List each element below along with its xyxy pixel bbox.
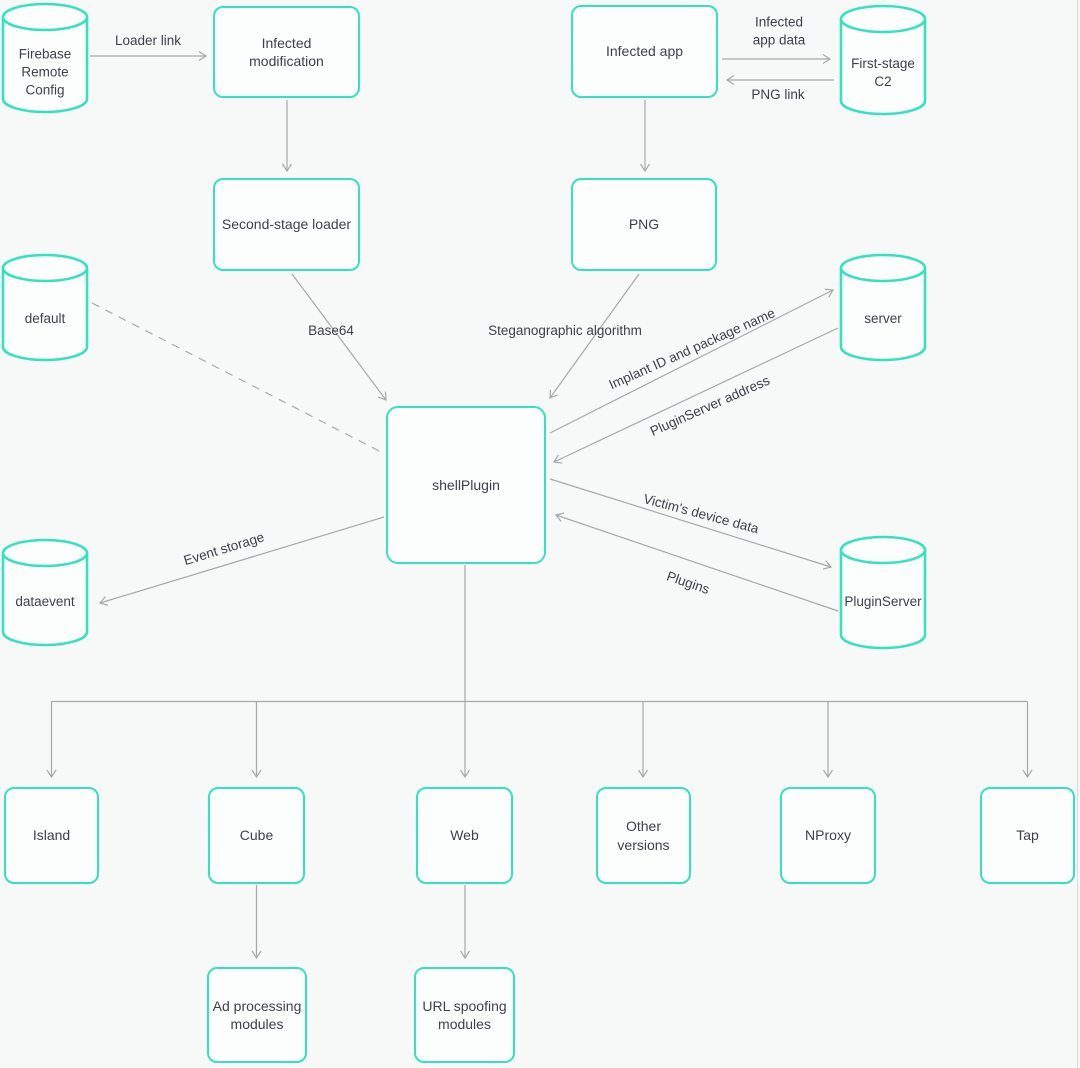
node-url-spoofing-modules-label: URL spoofing modules <box>422 997 507 1032</box>
node-infected-app-label: Infected app <box>605 43 684 60</box>
node-infected-modification-label: Infected modification <box>249 34 324 69</box>
node-island-label: Island <box>32 827 71 844</box>
node-shellplugin: shellPlugin <box>386 406 546 564</box>
arrow-pluginserver-address <box>552 327 839 464</box>
arrow-victims-device-data <box>549 478 833 570</box>
node-nproxy-label: NProxy <box>805 827 851 844</box>
node-firebase-remote-config-label: Firebase Remote Config <box>18 46 72 97</box>
cylinder-pluginserver <box>839 535 927 650</box>
node-server-label: server <box>864 311 902 327</box>
arrow-event-storage <box>98 516 385 606</box>
node-infected-app: Infected app <box>571 5 718 98</box>
node-other-versions: Other versions <box>596 787 691 884</box>
node-other-versions-label: Other versions <box>617 818 670 853</box>
node-png-label: PNG <box>628 216 660 233</box>
cylinder-default <box>1 253 89 362</box>
node-cube-label: Cube <box>239 827 274 844</box>
cylinder-first-stage-c2 <box>839 4 927 116</box>
node-default-label: default <box>24 311 66 327</box>
arrow-plugins <box>554 512 839 612</box>
node-ad-processing-modules-label: Ad processing modules <box>212 997 302 1032</box>
arrow-steganographic <box>549 273 640 399</box>
node-web: Web <box>416 787 513 884</box>
node-second-stage-loader: Second-stage loader <box>213 178 360 271</box>
node-cube: Cube <box>208 787 305 884</box>
node-tap-label: Tap <box>1016 827 1039 844</box>
node-url-spoofing-modules: URL spoofing modules <box>414 967 515 1063</box>
node-island: Island <box>4 787 99 884</box>
node-nproxy: NProxy <box>780 787 876 884</box>
arrow-base64 <box>291 273 387 401</box>
node-pluginserver-label: PluginServer <box>844 594 922 610</box>
edge-label-steganographic-algorithm: Steganographic algorithm <box>488 323 642 339</box>
edge-label-base64: Base64 <box>308 323 354 339</box>
node-ad-processing-modules: Ad processing modules <box>207 967 307 1063</box>
node-infected-modification: Infected modification <box>213 6 360 98</box>
cylinder-dataevent <box>1 538 89 647</box>
node-png: PNG <box>571 178 717 271</box>
edge-label-loader-link: Loader link <box>114 33 182 49</box>
node-first-stage-c2-label: First-stage C2 <box>851 56 915 89</box>
node-second-stage-loader-label: Second-stage loader <box>221 216 352 233</box>
frame-edge-line <box>1077 0 1078 1068</box>
node-shellplugin-label: shellPlugin <box>432 476 500 493</box>
cylinder-firebase-remote-config <box>1 2 89 114</box>
cylinder-server <box>839 253 927 362</box>
edge-label-png-link: PNG link <box>751 87 805 103</box>
edge-label-infected-app-data: Infected app data <box>752 14 806 47</box>
node-tap: Tap <box>980 787 1075 884</box>
node-web-label: Web <box>450 827 479 844</box>
dashed-default-to-shellplugin <box>91 302 384 454</box>
arrow-implant-id <box>549 288 834 434</box>
node-dataevent-label: dataevent <box>15 594 75 610</box>
